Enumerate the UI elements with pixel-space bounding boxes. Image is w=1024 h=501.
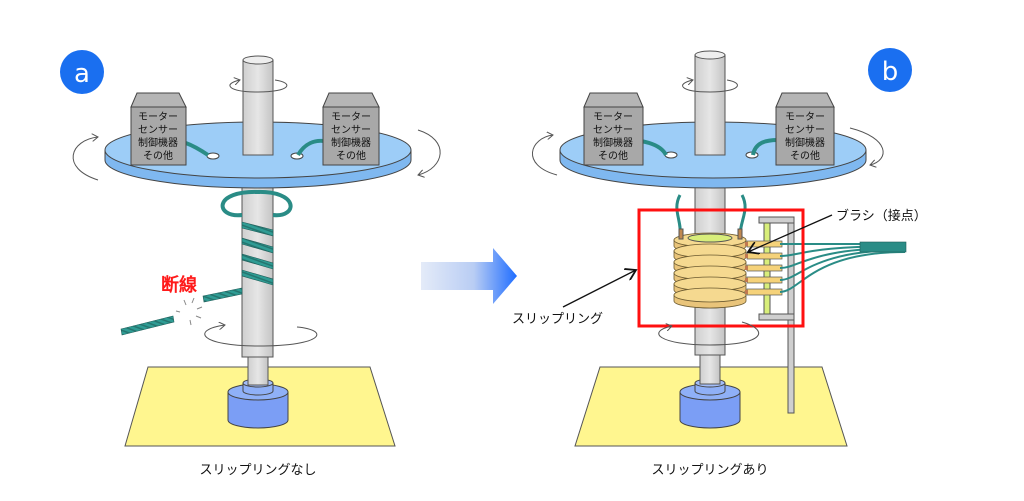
svg-text:b: b <box>882 57 899 87</box>
device-box-left: モーター センサー 制御機器 その他 <box>130 92 210 166</box>
svg-text:制御機器: 制御機器 <box>593 136 633 149</box>
slip-ring <box>673 228 747 309</box>
svg-text:センサー: センサー <box>331 124 371 136</box>
svg-text:その他: その他 <box>598 149 628 162</box>
rotation-arrow-lower <box>204 325 318 347</box>
brush-contact <box>746 252 783 260</box>
slipring-pointer <box>562 270 636 308</box>
panel-a: 断線 モーター センサー 制御機器 その他 <box>60 50 441 478</box>
svg-text:センサー: センサー <box>593 124 633 136</box>
svg-text:その他: その他 <box>336 149 366 162</box>
rotation-arrow-lower <box>658 321 760 346</box>
slip-ring-highlight <box>637 208 805 328</box>
output-cable <box>779 241 907 293</box>
brush-contact <box>746 264 783 272</box>
brush-contact <box>746 276 783 284</box>
panel-badge-b: b <box>868 48 912 92</box>
panel-badge-a: a <box>60 50 104 94</box>
svg-text:制御機器: 制御機器 <box>331 136 371 149</box>
broken-cable <box>120 287 243 336</box>
brush-pointer <box>748 214 833 252</box>
device-box-right: モーター センサー 制御機器 その他 <box>296 92 380 166</box>
motor <box>679 378 741 429</box>
rotation-arrow-left <box>532 135 558 176</box>
panel-b: ブラシ（接点） スリップリング モーター センサー 制御機器 その他 <box>512 48 927 478</box>
svg-text:センサー: センサー <box>785 124 825 136</box>
break-label: 断線 <box>161 274 197 296</box>
rotation-arrow-top <box>682 80 738 93</box>
brush-label: ブラシ（接点） <box>836 208 927 224</box>
caption-b: スリップリングあり <box>651 463 768 478</box>
upper-shaft <box>694 50 726 156</box>
upper-shaft <box>242 55 274 156</box>
svg-text:制御機器: 制御機器 <box>138 136 178 149</box>
svg-text:制御機器: 制御機器 <box>785 136 825 149</box>
brush-contact <box>746 240 783 248</box>
transition-arrow <box>421 248 517 304</box>
rotation-arrow-left <box>72 137 98 181</box>
svg-text:センサー: センサー <box>138 124 178 136</box>
motor <box>227 378 289 429</box>
brush-contact <box>746 288 783 296</box>
lower-shaft <box>247 354 269 386</box>
shaft <box>241 184 274 358</box>
lower-shaft <box>699 351 721 385</box>
svg-text:モーター: モーター <box>138 111 178 123</box>
svg-text:その他: その他 <box>143 149 173 162</box>
svg-text:a: a <box>74 59 90 89</box>
svg-text:モーター: モーター <box>331 111 371 123</box>
slipring-label: スリップリング <box>512 312 603 327</box>
caption-a: スリップリングなし <box>199 463 316 478</box>
rotation-arrow-top <box>229 80 288 93</box>
spark-icon <box>175 297 203 326</box>
ring-disc <box>673 287 747 309</box>
rotation-arrow-right <box>418 129 441 175</box>
wrapped-cable <box>241 221 274 286</box>
rotation-arrow-right <box>849 127 884 165</box>
svg-text:その他: その他 <box>790 149 820 162</box>
svg-text:モーター: モーター <box>785 111 825 123</box>
device-box-right: モーター センサー 制御機器 その他 <box>751 92 835 166</box>
svg-text:モーター: モーター <box>593 111 633 123</box>
device-box-left: モーター センサー 制御機器 その他 <box>583 92 668 166</box>
